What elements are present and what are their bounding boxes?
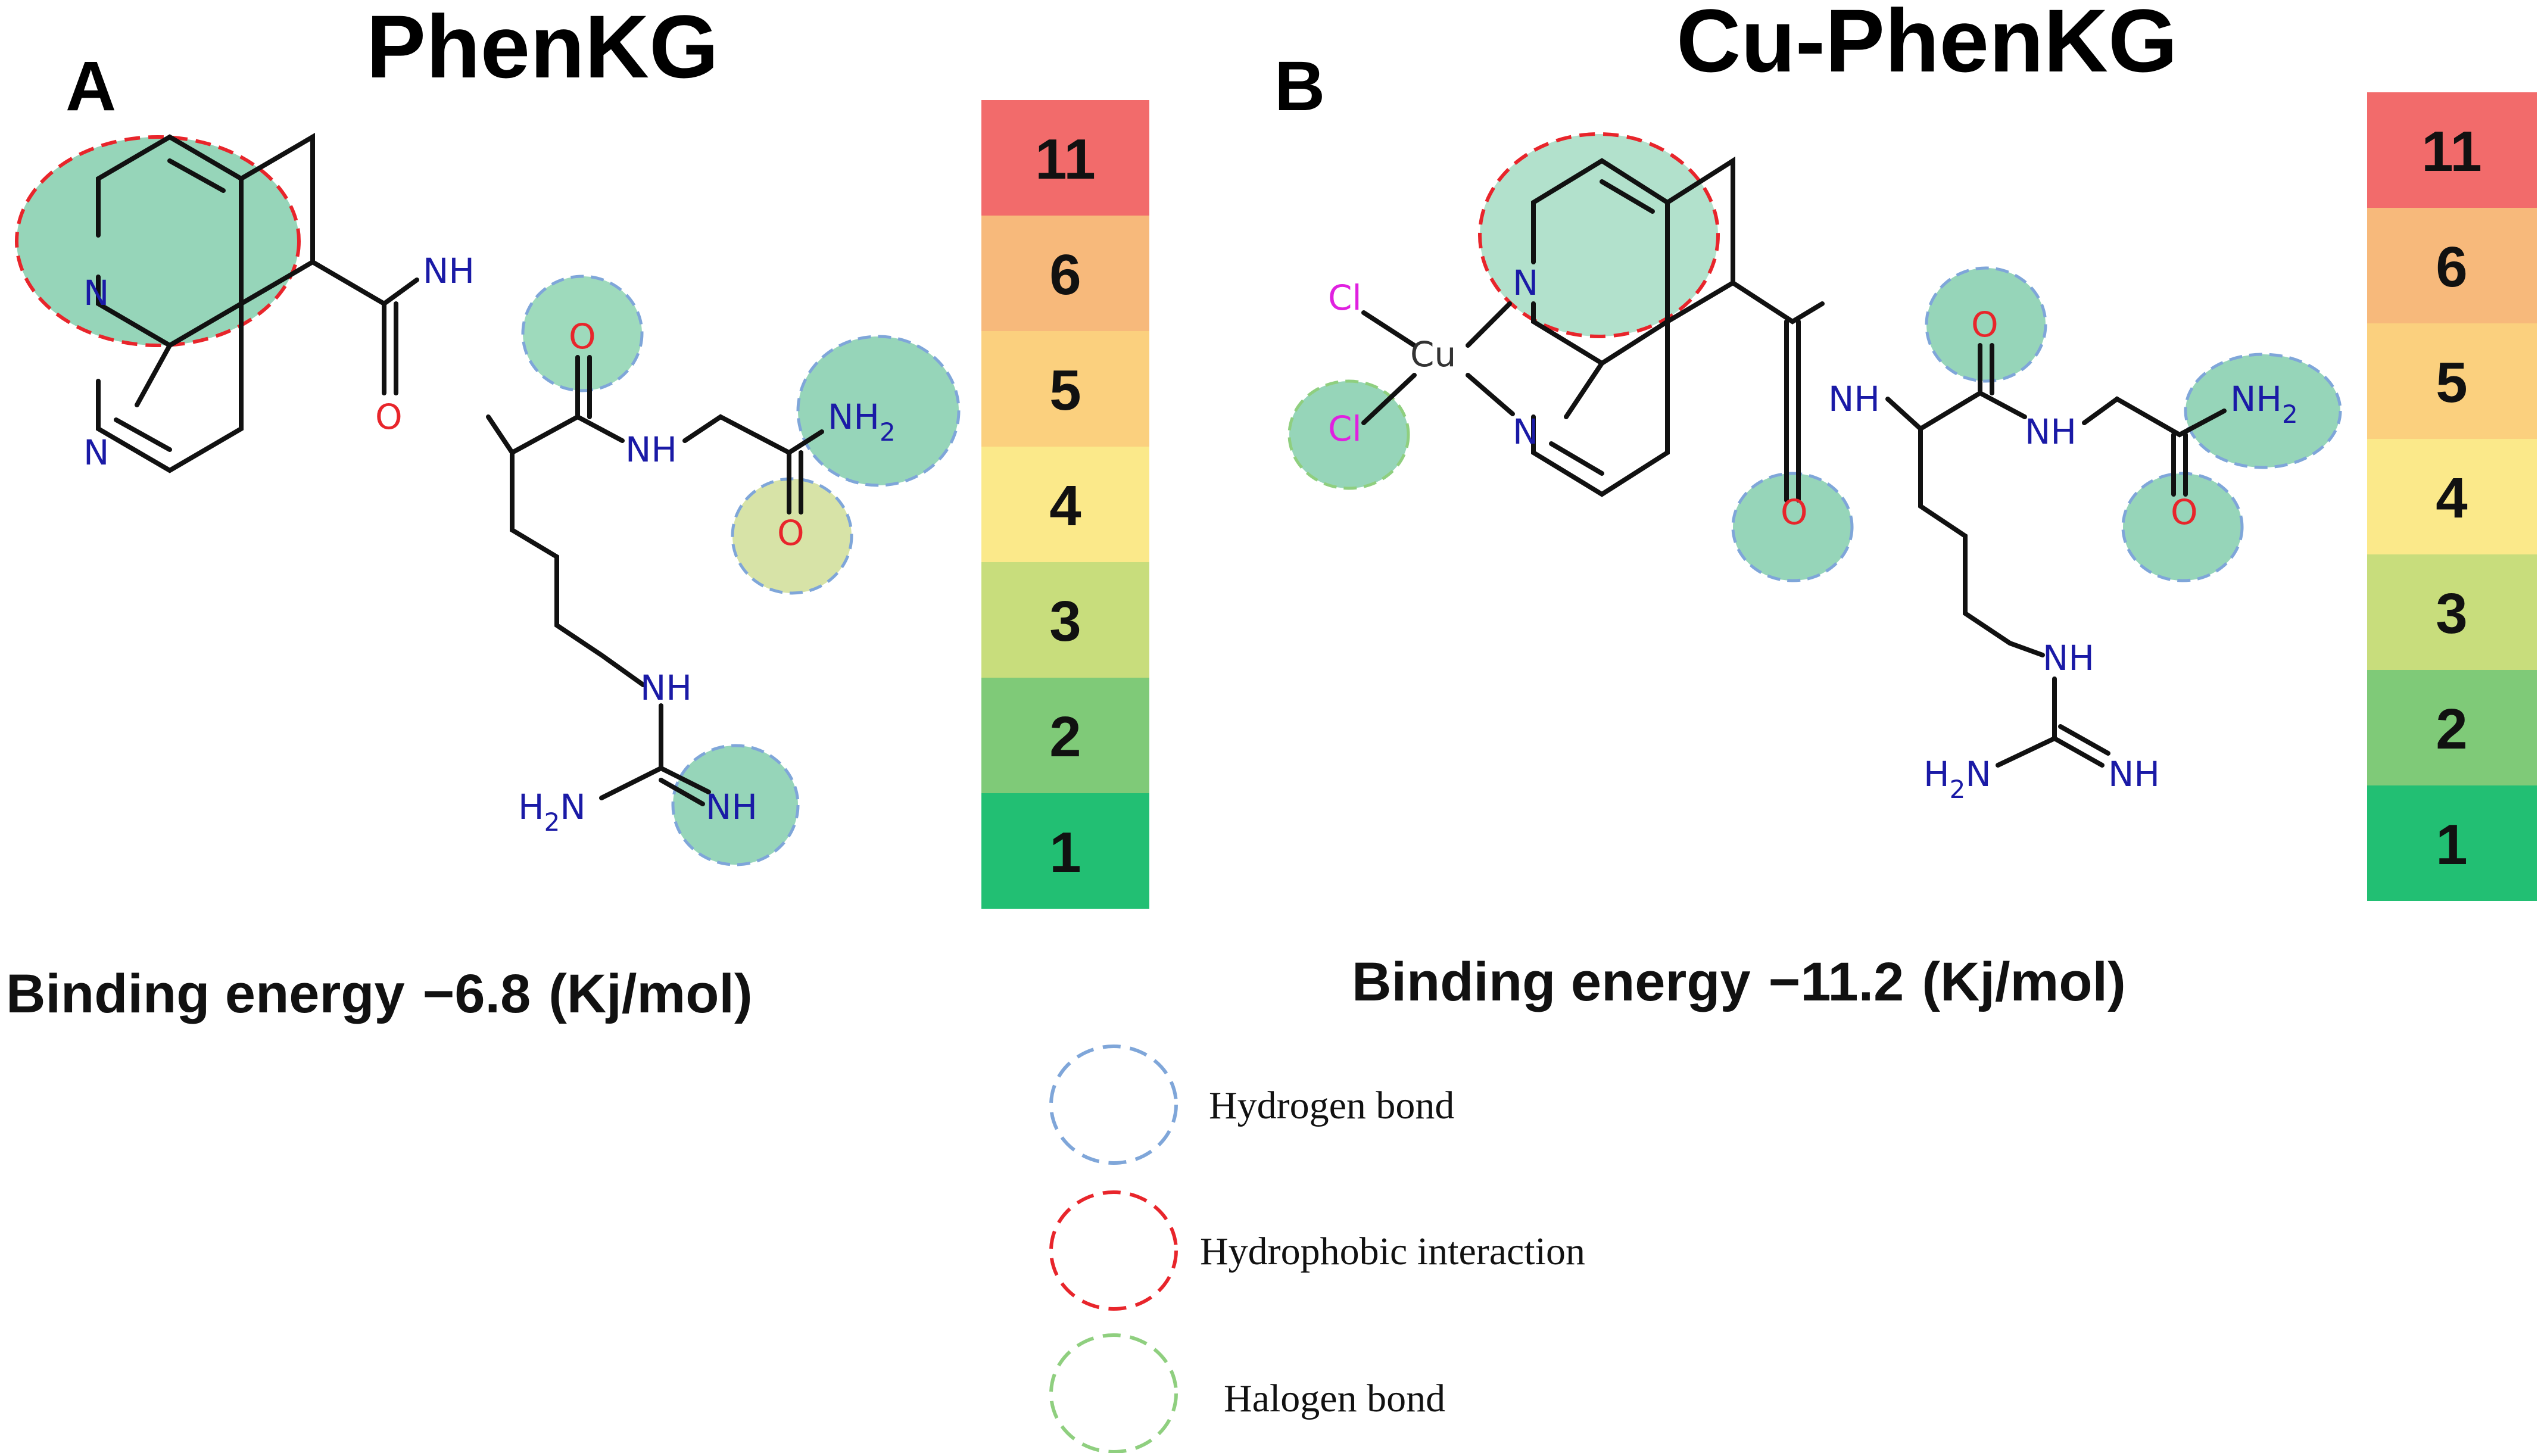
hbond-circle-a-o2 xyxy=(731,477,853,595)
scale-b-cell-11 xyxy=(2367,92,2537,208)
binding-energy-b: Binding energy−11.2(Kj/mol) xyxy=(1352,952,2126,1012)
scale-a-cell-3 xyxy=(981,562,1149,678)
atom-b-cu: Cu xyxy=(1410,334,1456,375)
scale-b: 11 6 5 4 3 2 1 xyxy=(2367,92,2537,901)
scale-a-label-11: 11 xyxy=(1035,127,1095,191)
scale-a-label-5: 5 xyxy=(1049,358,1081,422)
legend: Hydrogen bond Hydrophobic interaction Ha… xyxy=(1049,1045,1585,1454)
atom-a-nh3: NH xyxy=(640,668,692,708)
binding-energy-a: Binding energy−6.8(Kj/mol) xyxy=(6,964,753,1024)
panel-b: B Cu-PhenKG Cl Cl Cu N N O NH xyxy=(1274,0,2342,804)
hbond-circle-a-nh xyxy=(671,744,800,866)
scale-a-cell-11 xyxy=(981,100,1149,216)
legend-halogen-bond-swatch xyxy=(1049,1333,1178,1454)
panel-a-title: PhenKG xyxy=(366,0,719,96)
atom-a-nh2: NH xyxy=(625,429,677,470)
hbond-circle-b-o3 xyxy=(2121,472,2244,582)
atom-b-o2: O xyxy=(1971,304,1999,345)
atom-b-cl1: Cl xyxy=(1328,278,1362,318)
hbond-circle-b-o2 xyxy=(1731,472,1854,582)
atom-a-h2n: H2N xyxy=(518,787,586,837)
atom-a-nh1: NH xyxy=(423,251,475,291)
scale-a-label-1: 1 xyxy=(1049,821,1081,884)
atom-b-nh2: NH xyxy=(2025,411,2077,452)
scale-b-cell-2 xyxy=(2367,670,2537,785)
scale-a: 11 6 5 4 3 2 1 xyxy=(981,100,1149,909)
atom-a-o1: O xyxy=(375,397,403,437)
scale-b-label-11: 11 xyxy=(2421,120,2481,183)
hbond-circle-b-nh2 xyxy=(2184,353,2342,469)
legend-halogen-bond-label: Halogen bond xyxy=(1224,1377,1445,1420)
panel-a: A PhenKG N N O NH O NH xyxy=(15,0,961,866)
scale-a-label-2: 2 xyxy=(1049,705,1081,769)
atom-b-nh1: NH xyxy=(1828,379,1880,419)
atom-a-o3: O xyxy=(777,513,805,553)
scale-b-label-6: 6 xyxy=(2436,235,2467,299)
scale-b-label-2: 2 xyxy=(2436,697,2467,761)
atom-a-nh4: NH xyxy=(706,787,757,827)
legend-hydrophobic-label: Hydrophobic interaction xyxy=(1200,1230,1585,1273)
panel-b-title: Cu-PhenKG xyxy=(1676,0,2178,91)
scale-b-cell-5 xyxy=(2367,323,2537,439)
scale-b-cell-4 xyxy=(2367,439,2537,554)
atom-b-cl2: Cl xyxy=(1328,409,1362,449)
scale-b-label-1: 1 xyxy=(2436,813,2467,877)
scale-b-label-5: 5 xyxy=(2436,351,2467,414)
scale-a-cell-2 xyxy=(981,678,1149,793)
atom-b-nh2-amide: NH2 xyxy=(2230,379,2298,429)
scale-a-cell-5 xyxy=(981,331,1149,447)
atom-b-n2: N xyxy=(1513,411,1538,452)
atom-a-nh2-amide: NH2 xyxy=(828,397,896,447)
atom-b-h2n: H2N xyxy=(1923,754,1991,804)
phenanthroline-b xyxy=(1531,156,1735,497)
scale-b-label-3: 3 xyxy=(2436,582,2467,646)
scale-b-cell-6 xyxy=(2367,208,2537,323)
atom-b-o3: O xyxy=(2171,492,2198,532)
scale-a-label-6: 6 xyxy=(1049,243,1081,307)
atom-b-nh4: NH xyxy=(2108,754,2160,794)
atom-b-n1: N xyxy=(1513,263,1538,303)
legend-hydrophobic-swatch xyxy=(1049,1190,1178,1311)
legend-hydrogen-bond-swatch xyxy=(1049,1045,1178,1165)
legend-hydrogen-bond-label: Hydrogen bond xyxy=(1209,1084,1454,1127)
atom-a-n1: N xyxy=(83,273,109,313)
atom-a-n2: N xyxy=(83,432,109,473)
scale-b-cell-3 xyxy=(2367,554,2537,670)
hbond-circle-a-o1 xyxy=(521,275,644,392)
scale-a-cell-6 xyxy=(981,216,1149,331)
scale-b-cell-1 xyxy=(2367,785,2537,901)
phenanthroline-a xyxy=(96,133,315,473)
hbond-circle-b-o1 xyxy=(1925,266,2047,383)
atom-a-o2: O xyxy=(569,316,596,357)
scale-a-label-4: 4 xyxy=(1049,474,1081,538)
panel-b-letter: B xyxy=(1274,47,1325,126)
scale-a-cell-1 xyxy=(981,793,1149,909)
hbond-circle-a-nh2 xyxy=(796,335,961,487)
atom-b-o1: O xyxy=(1781,492,1808,532)
scale-a-cell-4 xyxy=(981,447,1149,562)
hydrophobic-circle-a xyxy=(15,135,301,347)
hydrophobic-circle-b xyxy=(1478,132,1720,338)
scale-b-label-4: 4 xyxy=(2436,466,2467,530)
scale-a-label-3: 3 xyxy=(1049,590,1081,653)
atom-b-nh3: NH xyxy=(2043,638,2094,678)
panel-a-letter: A xyxy=(66,47,116,126)
